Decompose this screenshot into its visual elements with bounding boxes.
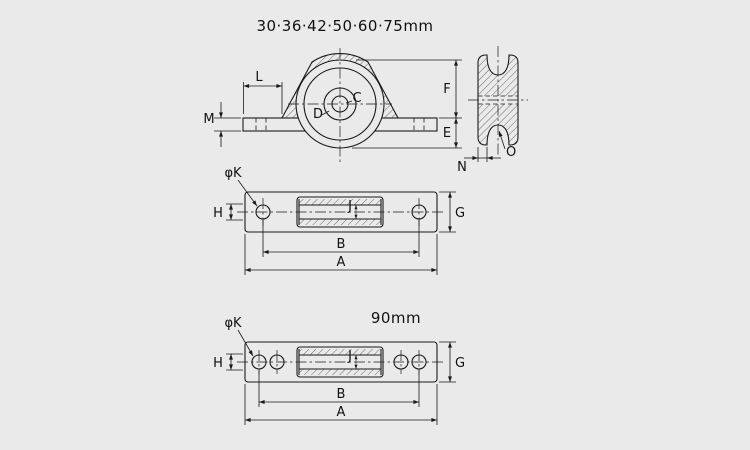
dim-label-phik-90: φK bbox=[224, 316, 242, 331]
roller-slot bbox=[296, 196, 384, 228]
dim-label-g-90: G bbox=[455, 356, 465, 371]
dim-label-phik: φK bbox=[224, 166, 242, 181]
dim-label-c: C bbox=[352, 91, 361, 106]
variant-size-label: 90mm bbox=[371, 309, 421, 327]
dim-label-a-90: A bbox=[337, 405, 346, 420]
dim-label-g: G bbox=[455, 206, 465, 221]
dim-label-b: B bbox=[337, 237, 346, 252]
dim-label-h-90: H bbox=[213, 356, 223, 371]
drawing-title: 30·36·42·50·60·75mm bbox=[256, 17, 433, 35]
side-elevation-view: L M C D F E bbox=[203, 48, 462, 164]
dim-label-j-90: J bbox=[347, 349, 352, 364]
dim-label-d: D bbox=[313, 107, 323, 122]
dim-label-m: M bbox=[203, 112, 214, 127]
dim-label-f: F bbox=[443, 82, 450, 97]
dim-label-n: N bbox=[457, 160, 467, 175]
dim-label-l: L bbox=[255, 70, 263, 85]
dim-label-o: O bbox=[506, 145, 516, 160]
dim-label-j: J bbox=[347, 199, 352, 214]
roller-slot-90 bbox=[296, 346, 384, 378]
dim-label-e: E bbox=[443, 126, 451, 141]
dim-label-h: H bbox=[213, 206, 223, 221]
plan-view-90mm: 90mm J φK H G bbox=[213, 309, 465, 425]
dim-label-a: A bbox=[337, 255, 346, 270]
dim-label-b-90: B bbox=[337, 387, 346, 402]
plan-view-standard: J φK H G B A bbox=[213, 166, 465, 275]
wheel-section-view: N O bbox=[457, 46, 528, 175]
